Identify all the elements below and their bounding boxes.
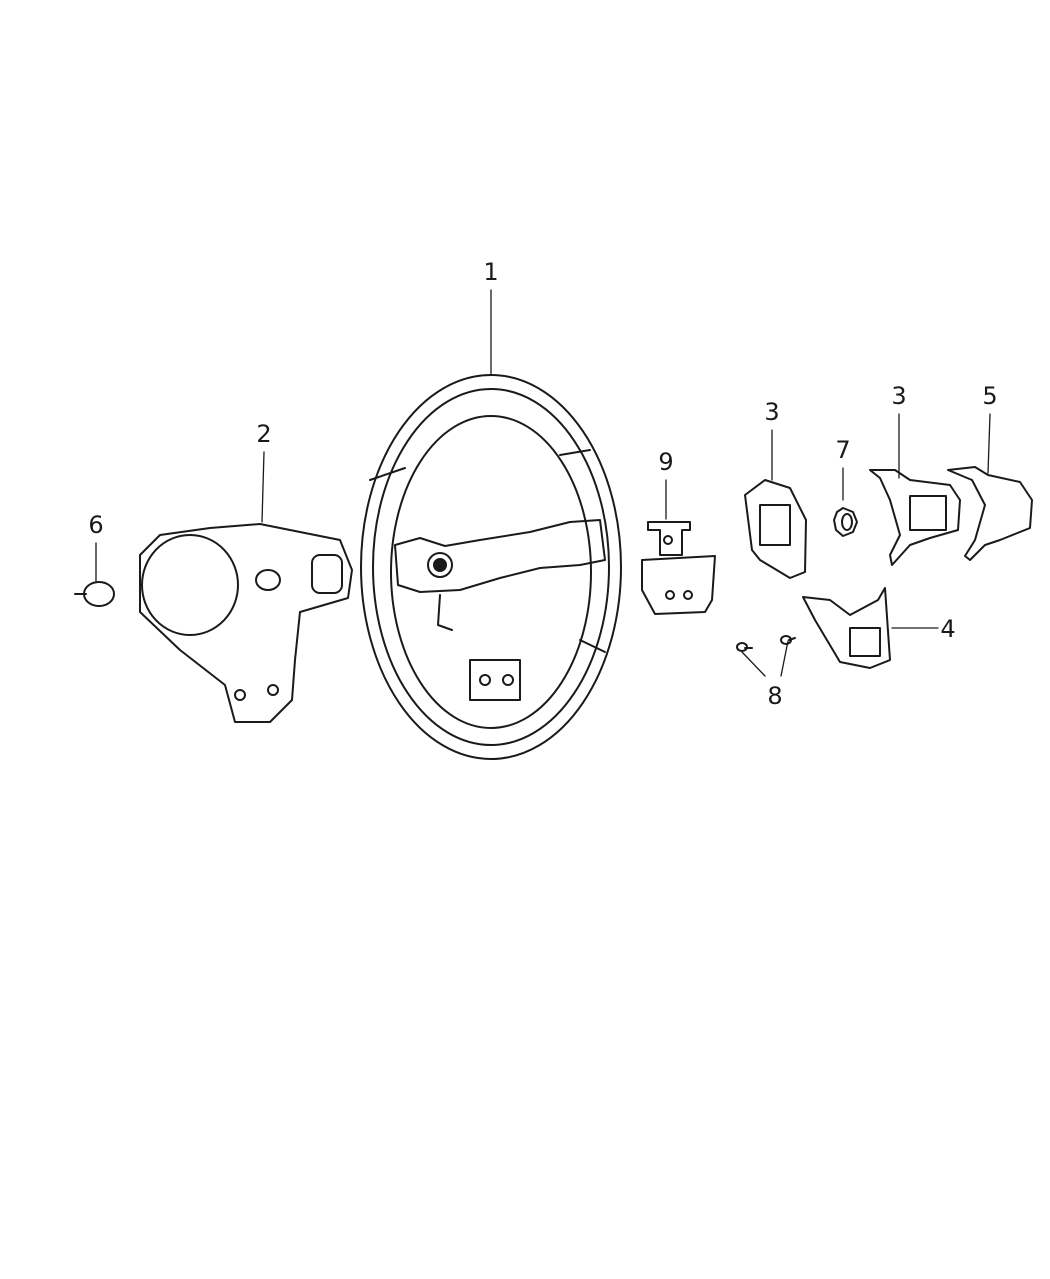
callout-8: 8 [767, 682, 783, 710]
leader-lines [95, 289, 991, 677]
callout-4: 4 [940, 615, 956, 643]
left-bezel-part [744, 479, 807, 579]
switch-module-part [641, 521, 716, 615]
callout-9: 9 [658, 448, 674, 476]
callout-1: 1 [483, 258, 499, 286]
right-bezel-part [869, 469, 961, 566]
callout-6: 6 [88, 511, 104, 539]
callout-2: 2 [256, 420, 272, 448]
callout-3a: 3 [764, 398, 780, 426]
rear-shroud-part [139, 523, 353, 723]
lower-bezel-part [802, 587, 891, 669]
nut-part [833, 507, 858, 537]
connector-part [74, 581, 115, 607]
callout-7: 7 [835, 436, 851, 464]
callout-5: 5 [982, 382, 998, 410]
cover-part [947, 466, 1033, 561]
callout-3b: 3 [891, 382, 907, 410]
steering-wheel-part [360, 374, 622, 760]
screws-part [736, 635, 796, 652]
